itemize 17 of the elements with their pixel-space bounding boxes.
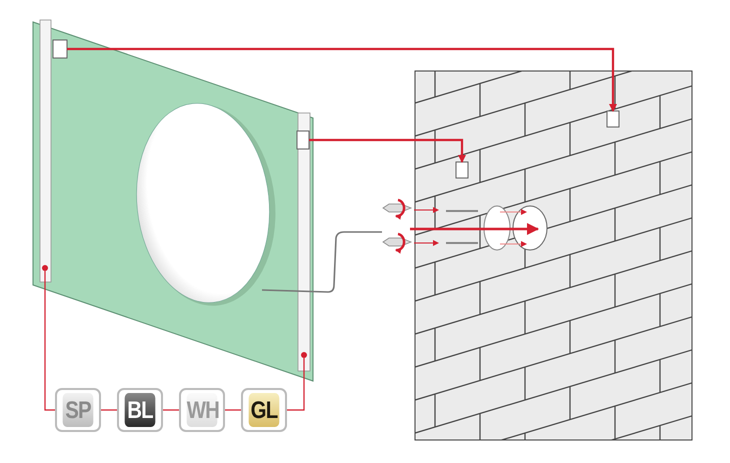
profile-point [42,265,48,271]
hanging-slot [296,130,310,150]
arrow [309,138,466,163]
arrow [67,48,617,112]
leader-line [101,409,117,411]
wall-hook [606,110,620,128]
leader-line [163,409,179,411]
hanging-slot [52,40,68,58]
profile-point [301,352,307,358]
finish-code: GL [248,393,280,427]
leader-line [44,271,55,411]
wall-hook [456,162,468,178]
finish-code: WH [186,393,218,427]
finish-code: SP [62,393,94,427]
leader-line [225,409,241,411]
leader-line [287,358,305,411]
finish-code: BL [124,393,156,427]
